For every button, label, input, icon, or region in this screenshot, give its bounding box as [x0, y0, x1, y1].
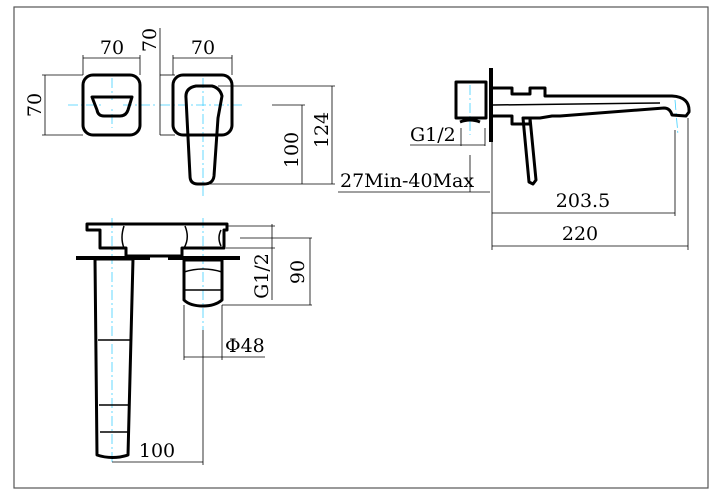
front-view-diverter-plate	[42, 55, 155, 137]
top-view-body	[76, 218, 312, 465]
dim-wall-depth: 27Min-40Max	[340, 170, 474, 192]
dim-handle-plate-height: 70	[139, 28, 161, 52]
dim-total-length: 220	[562, 223, 598, 245]
dim-plate-width: 70	[100, 37, 124, 59]
dim-center-distance: 100	[139, 440, 175, 462]
dim-total-height: 124	[311, 112, 333, 148]
dim-spout-reach: 203.5	[556, 190, 610, 212]
dim-diameter: Φ48	[225, 335, 265, 357]
dim-plate-height: 70	[24, 93, 46, 117]
drawing-frame	[13, 6, 709, 489]
dim-handle-length: 100	[281, 132, 303, 168]
dim-top-thread: G1/2	[251, 253, 273, 299]
dim-side-thread: G1/2	[410, 124, 456, 146]
dim-body-height: 90	[287, 260, 309, 284]
side-view-spout	[338, 68, 691, 250]
front-view-handle	[159, 28, 335, 196]
dim-handle-plate-width: 70	[191, 37, 215, 59]
